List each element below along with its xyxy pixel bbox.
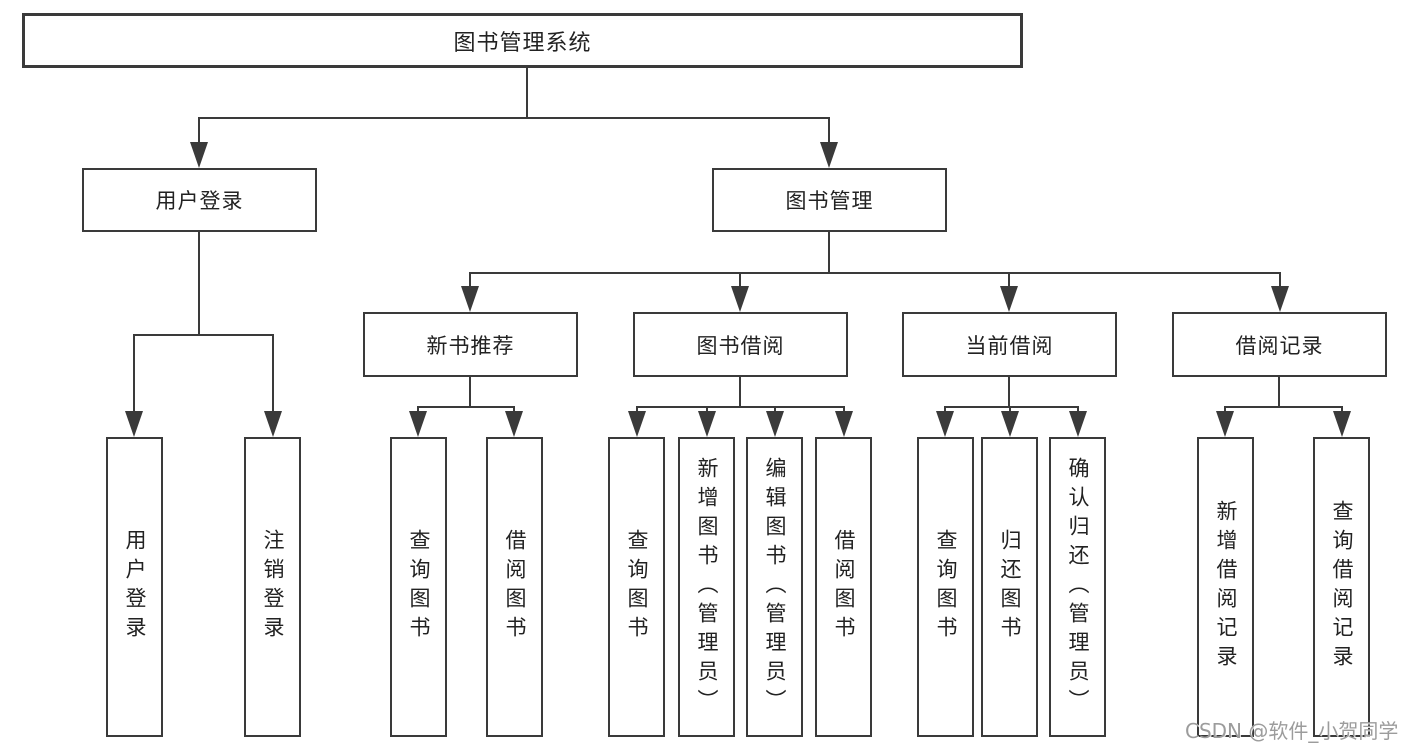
node-new-book-recommend: 新书推荐 — [363, 312, 578, 377]
leaf-query-books-recommend: 查询图书 — [390, 437, 447, 737]
connector-line — [198, 117, 830, 119]
arrow-down-icon — [1216, 411, 1234, 437]
connector-line — [1279, 272, 1281, 292]
leaf-query-books-borrow: 查询图书 — [608, 437, 665, 737]
arrow-down-icon — [264, 411, 282, 437]
leaf-return-books-label: 归还图书 — [998, 529, 1022, 645]
connector-line — [1224, 406, 1343, 408]
connector-line — [469, 272, 1281, 274]
leaf-add-book-admin: 新增图书（管理员） — [678, 437, 735, 737]
connector-line — [469, 377, 471, 408]
node-book-borrow-label: 图书借阅 — [696, 333, 785, 358]
leaf-confirm-return-admin: 确认归还（管理员） — [1049, 437, 1106, 737]
arrow-down-icon — [698, 411, 716, 437]
leaf-query-books-current-label: 查询图书 — [934, 529, 958, 645]
connector-line — [1008, 377, 1010, 408]
arrow-down-icon — [1000, 286, 1018, 312]
leaf-edit-book-admin-label: 编辑图书（管理员） — [763, 456, 787, 718]
connector-line — [133, 334, 274, 336]
leaf-query-books-current: 查询图书 — [917, 437, 974, 737]
leaf-return-books: 归还图书 — [981, 437, 1038, 737]
connector-line — [469, 272, 471, 292]
arrow-down-icon — [820, 142, 838, 168]
leaf-add-borrow-record: 新增借阅记录 — [1197, 437, 1254, 737]
leaf-add-borrow-record-label: 新增借阅记录 — [1214, 500, 1238, 674]
leaf-add-book-admin-label: 新增图书（管理员） — [695, 456, 719, 718]
connector-line — [944, 406, 1079, 408]
leaf-borrow-books: 借阅图书 — [815, 437, 872, 737]
node-book-borrow: 图书借阅 — [633, 312, 848, 377]
leaf-query-borrow-record: 查询借阅记录 — [1313, 437, 1370, 737]
connector-line — [133, 334, 135, 416]
leaf-borrow-books-label: 借阅图书 — [832, 529, 856, 645]
arrow-down-icon — [1333, 411, 1351, 437]
connector-line — [739, 272, 741, 292]
connector-line — [828, 232, 830, 274]
leaf-borrow-books-recommend: 借阅图书 — [486, 437, 543, 737]
connector-line — [1008, 272, 1010, 292]
node-user-login: 用户登录 — [82, 168, 317, 232]
node-borrow-records-label: 借阅记录 — [1235, 333, 1324, 358]
leaf-user-login-label: 用户登录 — [123, 529, 147, 645]
connector-line — [636, 406, 845, 408]
leaf-query-books-recommend-label: 查询图书 — [407, 529, 431, 645]
node-root: 图书管理系统 — [22, 13, 1023, 68]
arrow-down-icon — [835, 411, 853, 437]
connector-line — [417, 406, 515, 408]
leaf-logout: 注销登录 — [244, 437, 301, 737]
node-current-borrow-label: 当前借阅 — [965, 333, 1054, 358]
leaf-edit-book-admin: 编辑图书（管理员） — [746, 437, 803, 737]
arrow-down-icon — [125, 411, 143, 437]
connector-line — [198, 232, 200, 336]
node-new-book-recommend-label: 新书推荐 — [426, 333, 515, 358]
leaf-logout-label: 注销登录 — [261, 529, 285, 645]
arrow-down-icon — [731, 286, 749, 312]
node-user-login-label: 用户登录 — [155, 189, 244, 213]
arrow-down-icon — [1271, 286, 1289, 312]
node-book-management: 图书管理 — [712, 168, 947, 232]
connector-line — [526, 68, 528, 118]
leaf-query-borrow-record-label: 查询借阅记录 — [1330, 500, 1354, 674]
connector-line — [198, 117, 200, 150]
arrow-down-icon — [628, 411, 646, 437]
connector-line — [828, 117, 830, 150]
connector-line — [739, 377, 741, 408]
arrow-down-icon — [936, 411, 954, 437]
node-root-label: 图书管理系统 — [453, 30, 592, 56]
leaf-query-books-borrow-label: 查询图书 — [625, 529, 649, 645]
node-current-borrow: 当前借阅 — [902, 312, 1117, 377]
watermark: CSDN @软件_小贺同学 — [1185, 719, 1399, 743]
arrow-down-icon — [461, 286, 479, 312]
arrow-down-icon — [1001, 411, 1019, 437]
arrow-down-icon — [505, 411, 523, 437]
leaf-confirm-return-admin-label: 确认归还（管理员） — [1066, 456, 1090, 718]
arrow-down-icon — [766, 411, 784, 437]
connector-line — [1278, 377, 1280, 408]
node-book-management-label: 图书管理 — [785, 189, 874, 213]
leaf-user-login: 用户登录 — [106, 437, 163, 737]
arrow-down-icon — [409, 411, 427, 437]
arrow-down-icon — [190, 142, 208, 168]
arrow-down-icon — [1069, 411, 1087, 437]
node-borrow-records: 借阅记录 — [1172, 312, 1387, 377]
leaf-borrow-books-recommend-label: 借阅图书 — [503, 529, 527, 645]
connector-line — [272, 334, 274, 416]
